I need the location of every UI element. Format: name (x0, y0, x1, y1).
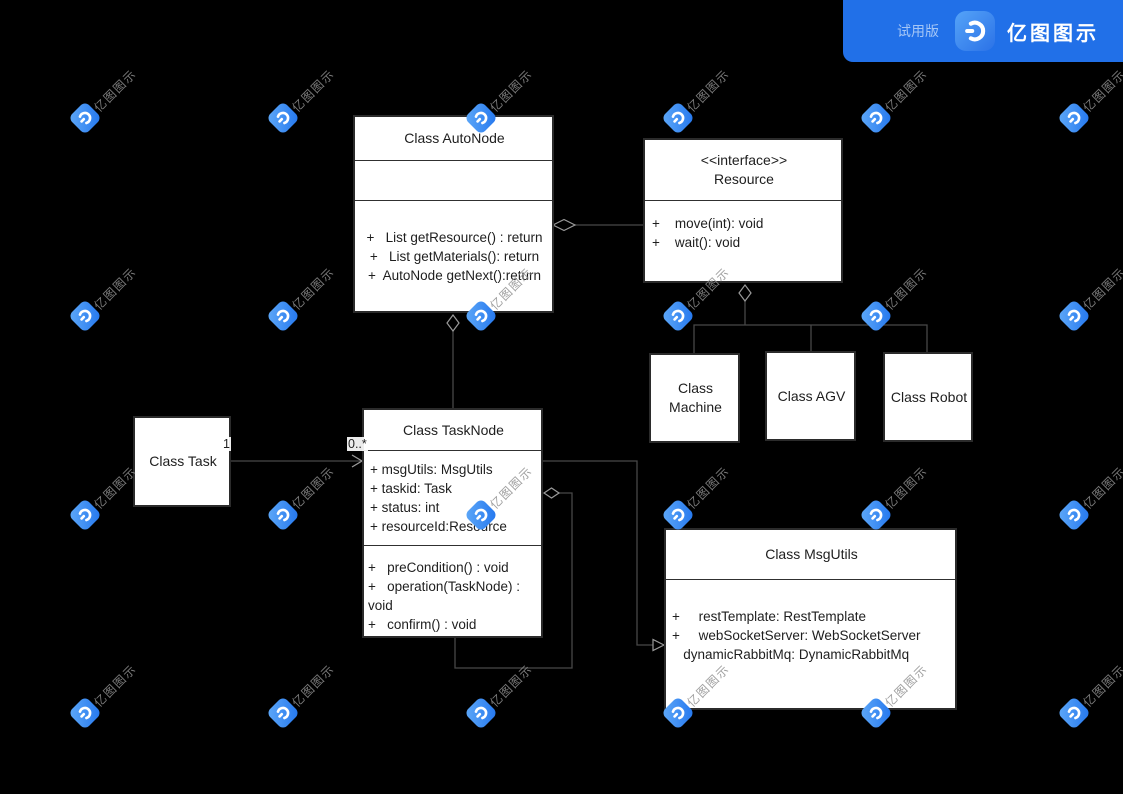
class-member-text: + operation(TaskNode) : void (368, 579, 524, 613)
uml-class-agv[interactable]: Class AGV (765, 351, 856, 441)
class-member-text: + status: int (370, 500, 440, 515)
class-title-text: Class TaskNode (403, 421, 504, 438)
class-member-compartment: + move(int): void + wait(): void (645, 200, 841, 281)
association-tasknode-msgutils[interactable] (543, 460, 666, 652)
uml-class-machine[interactable]: Class Machine (649, 353, 740, 443)
class-member-text: + confirm() : void (368, 617, 477, 632)
connector-line (454, 492, 573, 669)
class-member-text: + List getMaterials(): return (369, 249, 540, 264)
trial-header-bar: 试用版 亿图图示 (843, 0, 1123, 62)
uml-class-autonode[interactable]: Class AutoNode + List getResource() : ret… (353, 115, 554, 313)
class-title-text: Class Robot (890, 388, 968, 405)
class-member-text: dynamicRabbitMq: DynamicRabbitMq (672, 647, 910, 662)
class-title-text: Class Machine (669, 380, 722, 415)
class-title-text: Class AGV (777, 387, 846, 404)
class-title-compartment: Class TaskNode (364, 410, 541, 450)
class-title-text: Resource (714, 171, 774, 187)
connector-line (543, 460, 653, 646)
class-title-compartment: Class Robot (885, 354, 971, 440)
class-member-text: + webSocketServer: WebSocketServer (672, 628, 921, 643)
self-aggregation-tasknode[interactable] (454, 487, 573, 669)
uml-class-robot[interactable]: Class Robot (883, 352, 973, 442)
class-title-text: Class Task (149, 453, 217, 469)
uml-class-tasknode[interactable]: Class TaskNode + msgUtils: MsgUtils + task… (362, 408, 543, 638)
class-member-text: + resourceId:Resource (370, 519, 507, 534)
class-title-compartment: Class AGV (767, 353, 854, 439)
class-title-compartment: Class Machine (651, 355, 738, 441)
aggregation-resource-implementations[interactable] (693, 284, 928, 353)
aggregation-autonode-resource[interactable] (551, 218, 643, 232)
multiplicity-label: 0..* (347, 437, 368, 451)
d-glyph-icon (965, 20, 986, 42)
diamond-marker-icon (551, 218, 577, 232)
trial-version-badge[interactable]: 试用版 (897, 23, 939, 39)
uml-class-msgutils[interactable]: Class MsgUtils + restTemplate: RestTempla… (664, 528, 957, 710)
class-title-compartment: Class AutoNode (355, 117, 552, 160)
class-member-compartment: + preCondition() : void + operation(TaskN… (364, 545, 541, 636)
association-task-tasknode[interactable] (231, 454, 364, 468)
triangle-arrowhead-icon (652, 638, 666, 652)
class-member-text: + taskid: Task (370, 481, 452, 496)
class-member-text: + AutoNode getNext():return (368, 268, 541, 283)
class-member-compartment: + msgUtils: MsgUtils + taskid: Task + stat… (364, 450, 541, 545)
class-member-text: + wait(): void (652, 235, 741, 250)
class-title-text: <<interface>> (700, 152, 788, 168)
class-title-compartment: Class Task (135, 418, 229, 505)
class-member-compartment (355, 160, 552, 200)
app-name: 亿图图示 (1007, 22, 1099, 45)
diamond-marker-icon (542, 487, 561, 499)
multiplicity-label: 1 (222, 437, 231, 451)
class-title-text: Class AutoNode (404, 130, 505, 146)
class-title-compartment: Class MsgUtils (666, 530, 955, 579)
class-member-text: + restTemplate: RestTemplate (672, 609, 866, 624)
class-member-text: + List getResource() : return (366, 230, 543, 245)
uml-class-task[interactable]: Class Task (133, 416, 231, 507)
uml-class-resource[interactable]: <<interface>>Resource+ move(int): void+ … (643, 138, 843, 283)
aggregation-autonode-tasknode[interactable] (446, 314, 460, 408)
class-member-text: + move(int): void (652, 216, 764, 231)
class-member-text: + preCondition() : void (368, 560, 509, 575)
edraw-logo-icon (955, 11, 995, 51)
diamond-marker-icon (738, 284, 752, 302)
class-title-text: Class MsgUtils (765, 546, 858, 562)
diamond-marker-icon (446, 314, 460, 332)
class-title-compartment: <<interface>> Resource (645, 140, 841, 200)
class-member-compartment: + List getResource() : return + List getM… (355, 200, 552, 311)
class-member-compartment: + restTemplate: RestTemplate + webSocketS… (666, 579, 955, 708)
class-member-text: + msgUtils: MsgUtils (370, 462, 493, 477)
